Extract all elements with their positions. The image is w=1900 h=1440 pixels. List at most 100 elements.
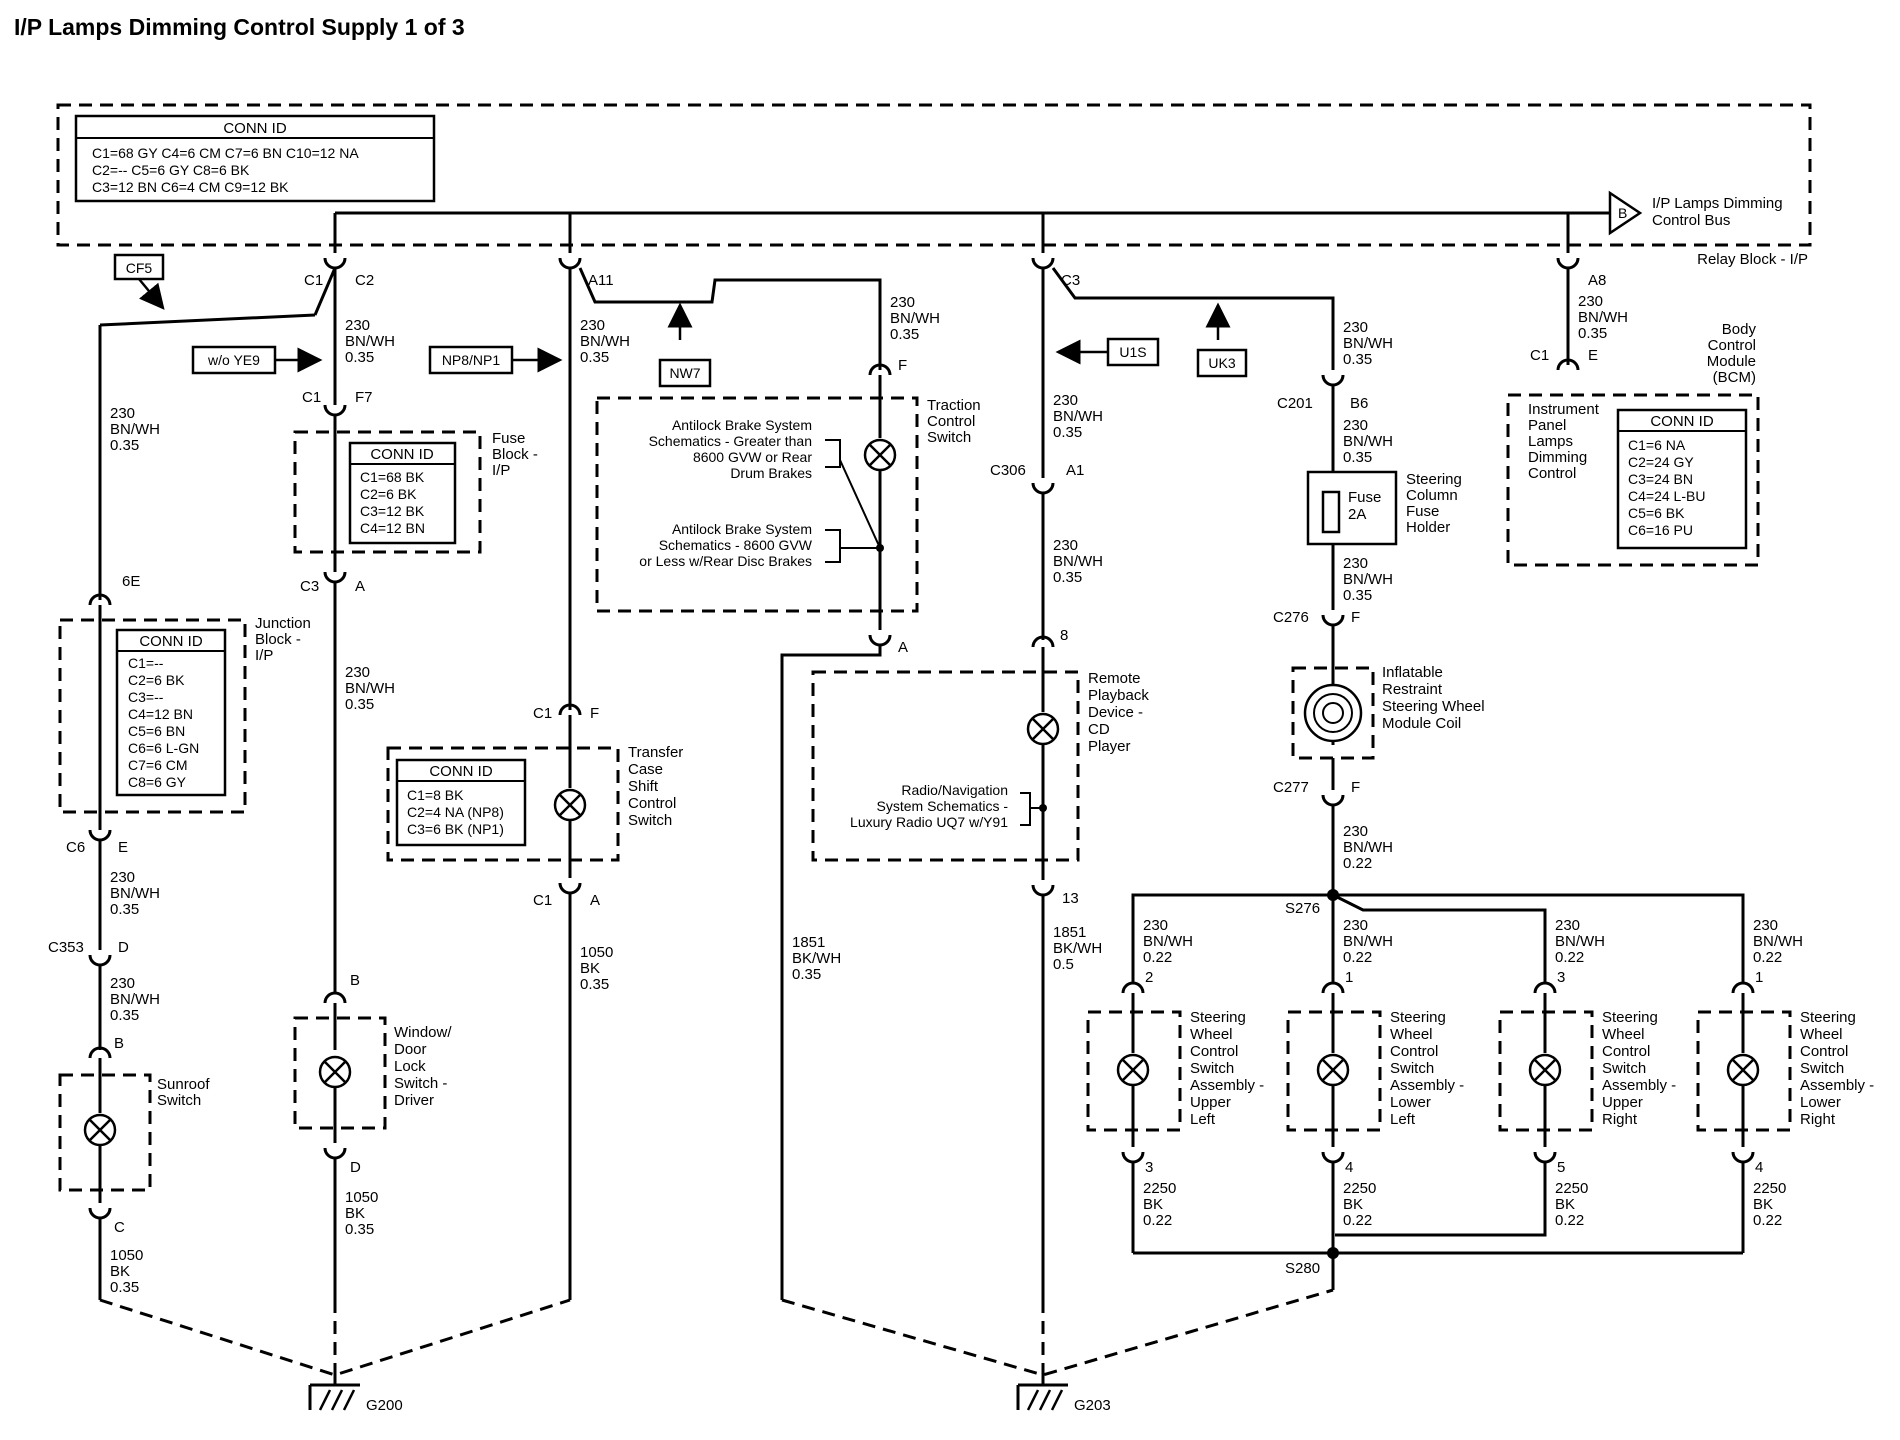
ground-icon	[318, 1389, 356, 1411]
svg-text:0.22: 0.22	[1555, 1212, 1584, 1229]
svg-text:Holder: Holder	[1406, 519, 1450, 536]
svg-text:C6=16 PU: C6=16 PU	[1628, 522, 1693, 538]
svg-text:C6: C6	[66, 839, 85, 856]
svg-text:0.22: 0.22	[1555, 949, 1584, 966]
svg-text:Control: Control	[927, 413, 975, 430]
svg-text:C2=24 GY: C2=24 GY	[1628, 454, 1694, 470]
svg-text:Wheel: Wheel	[1602, 1026, 1645, 1043]
svg-text:Lower: Lower	[1800, 1094, 1841, 1111]
svg-text:1050: 1050	[110, 1247, 143, 1264]
svg-text:C1: C1	[533, 705, 552, 722]
svg-text:C3=12 BK: C3=12 BK	[360, 503, 425, 519]
svg-text:0.35: 0.35	[1343, 449, 1372, 466]
svg-text:Schematics - Greater than: Schematics - Greater than	[649, 433, 812, 449]
svg-text:D: D	[350, 1159, 361, 1176]
svg-text:BN/WH: BN/WH	[1343, 839, 1393, 856]
bus-label: I/P Lamps Dimming	[1652, 195, 1783, 212]
svg-text:Wheel: Wheel	[1390, 1026, 1433, 1043]
svg-text:B: B	[350, 972, 360, 989]
window-switch-circuit: C1 C2 230 BN/WH 0.35 C1 F7 CONN ID C1=68…	[293, 213, 538, 1300]
svg-text:F: F	[1351, 609, 1360, 626]
junction-block-outline	[58, 618, 247, 814]
svg-text:BN/WH: BN/WH	[110, 991, 160, 1008]
svg-text:Wheel: Wheel	[1190, 1026, 1233, 1043]
svg-text:4: 4	[1755, 1159, 1763, 1176]
svg-text:C5=6 BK: C5=6 BK	[1628, 505, 1685, 521]
traction-switch-label: Traction	[927, 397, 981, 414]
svg-text:2A: 2A	[1348, 506, 1366, 523]
svg-text:w/o YE9: w/o YE9	[207, 352, 260, 368]
transfer-case-outline	[386, 746, 620, 862]
svg-text:NP8/NP1: NP8/NP1	[442, 352, 501, 368]
svg-text:1: 1	[1345, 969, 1353, 986]
svg-text:C2=6 BK: C2=6 BK	[128, 672, 185, 688]
svg-text:6E: 6E	[122, 573, 140, 590]
svg-text:BN/WH: BN/WH	[1555, 933, 1605, 950]
svg-text:0.35: 0.35	[345, 1221, 374, 1238]
svg-text:0.35: 0.35	[1578, 325, 1607, 342]
svg-text:0.35: 0.35	[110, 437, 139, 454]
svg-text:1050: 1050	[580, 944, 613, 961]
connector-label: C2	[355, 272, 374, 289]
svg-text:1851: 1851	[1053, 924, 1086, 941]
svg-text:BK: BK	[1555, 1196, 1575, 1213]
connector-c2-icon	[323, 257, 347, 270]
svg-text:2250: 2250	[1555, 1180, 1588, 1197]
svg-text:Control: Control	[1390, 1043, 1438, 1060]
svg-text:CF5: CF5	[126, 260, 153, 276]
svg-text:Left: Left	[1390, 1111, 1416, 1128]
relay-conn-id-table: CONN ID C1=68 GY C4=6 CM C7=6 BN C10=12 …	[74, 114, 436, 203]
svg-text:BN/WH: BN/WH	[1053, 408, 1103, 425]
junction-conn-id-table: CONN ID C1=-- C2=6 BK C3=-- C4=12 BN C5=…	[115, 628, 227, 797]
svg-text:BK: BK	[345, 1205, 365, 1222]
svg-text:BK: BK	[580, 960, 600, 977]
svg-text:230: 230	[1143, 917, 1168, 934]
junction-block-label: Junction	[255, 615, 311, 632]
swc-upper-right-label: Steering Wheel Control Switch Assembly -…	[1602, 1009, 1676, 1128]
svg-text:BN/WH: BN/WH	[1343, 933, 1393, 950]
svg-text:Switch: Switch	[1390, 1060, 1434, 1077]
svg-text:U1S: U1S	[1119, 344, 1146, 360]
svg-text:230: 230	[1343, 823, 1368, 840]
svg-text:CONN ID: CONN ID	[1650, 413, 1714, 430]
sunroof-switch-outline	[58, 1073, 152, 1192]
svg-text:230: 230	[1578, 293, 1603, 310]
svg-text:C4=12 BN: C4=12 BN	[128, 706, 193, 722]
svg-text:230: 230	[1343, 917, 1368, 934]
svg-text:Fuse: Fuse	[1406, 503, 1439, 520]
svg-text:(BCM): (BCM)	[1713, 369, 1756, 386]
svg-text:C: C	[114, 1219, 125, 1236]
svg-text:1851: 1851	[792, 934, 825, 951]
svg-text:BN/WH: BN/WH	[1143, 933, 1193, 950]
svg-text:Switch: Switch	[1190, 1060, 1234, 1077]
svg-text:230: 230	[1343, 417, 1368, 434]
traction-control-circuit: NW7 230 BN/WH 0.35 F Antilock Brake Syst…	[578, 267, 981, 1300]
svg-text:3: 3	[1145, 1159, 1153, 1176]
svg-text:0.22: 0.22	[1343, 855, 1372, 872]
svg-text:C353: C353	[48, 939, 84, 956]
svg-text:5: 5	[1557, 1159, 1565, 1176]
svg-text:BK/WH: BK/WH	[792, 950, 841, 967]
svg-text:Steering: Steering	[1602, 1009, 1658, 1026]
svg-text:Luxury Radio UQ7 w/Y91: Luxury Radio UQ7 w/Y91	[850, 814, 1008, 830]
svg-text:Steering: Steering	[1800, 1009, 1856, 1026]
svg-text:Control: Control	[1602, 1043, 1650, 1060]
fuse-holder-label: Steering	[1406, 471, 1462, 488]
svg-text:2: 2	[1145, 969, 1153, 986]
svg-text:C1=--: C1=--	[128, 655, 164, 671]
svg-text:0.35: 0.35	[1343, 351, 1372, 368]
svg-text:BN/WH: BN/WH	[1753, 933, 1803, 950]
svg-text:C276: C276	[1273, 609, 1309, 626]
bcm-conn-id-table: CONN ID C1=6 NA C2=24 GY C3=24 BN C4=24 …	[1616, 408, 1748, 550]
svg-text:Upper: Upper	[1602, 1094, 1643, 1111]
svg-text:Switch: Switch	[628, 812, 672, 829]
svg-text:230: 230	[1053, 537, 1078, 554]
radio-note: Radio/Navigation	[901, 782, 1008, 798]
svg-text:C3=6 BK (NP1): C3=6 BK (NP1)	[407, 821, 504, 837]
svg-text:Steering Wheel: Steering Wheel	[1382, 698, 1485, 715]
svg-text:Schematics - 8600 GVW: Schematics - 8600 GVW	[659, 537, 813, 553]
connector-label: C1	[304, 272, 323, 289]
bus-label: Control Bus	[1652, 212, 1730, 229]
svg-text:0.35: 0.35	[1343, 587, 1372, 604]
